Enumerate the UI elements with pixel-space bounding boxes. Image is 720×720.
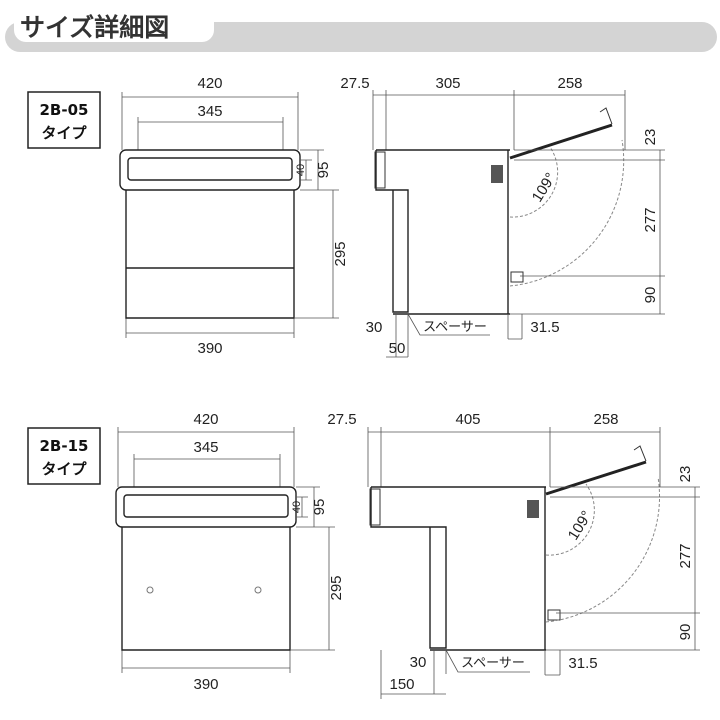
dim-h-door: 277 [642,207,659,232]
dim-depth-door: 258 [593,411,618,428]
dim-spacer-width: 150 [389,676,414,693]
dim-angle: 109° [565,508,596,543]
model-suffix: タイプ [41,124,87,142]
dim-width-outer: 420 [197,75,222,92]
model-2b-15: 2B-15 タイプ 420 345 390 40 95 295 [27,411,700,699]
dim-depth-door: 258 [557,75,582,92]
dim-h-slot: 40 [295,164,307,176]
dim-depth-body: 305 [435,75,460,92]
side-view: 27.5 305 258 23 277 90 109° 30 50 スペーサー … [340,75,665,358]
dim-width-slot: 345 [193,439,218,456]
dim-h-body: 295 [332,241,349,266]
dim-h-top: 23 [677,466,694,483]
dim-h-slot: 40 [291,501,303,513]
side-view: 27.5 405 258 23 277 90 109° 30 150 スペーサー… [327,411,700,699]
model-name: 2B-05 [40,101,89,119]
dim-spacer-thickness: 30 [410,654,427,671]
spacer-label: スペーサー [461,655,525,670]
dim-h-door: 277 [677,543,694,568]
spacer-label: スペーサー [423,319,487,334]
front-view: 420 345 390 40 95 295 [119,75,349,357]
model-name: 2B-15 [40,437,89,455]
dim-h-bottom: 90 [642,287,659,304]
model-2b-05: 2B-05 タイプ 420 345 390 40 95 295 [27,75,665,358]
model-label: 2B-15 タイプ [27,427,101,485]
dim-width-slot: 345 [197,103,222,120]
dim-h-top: 23 [642,129,659,146]
dim-h-lid: 95 [311,499,328,516]
page-title: サイズ詳細図 [20,13,169,42]
title-bar: サイズ詳細図 [5,6,717,52]
dim-depth-front: 27.5 [327,411,356,428]
dim-depth-front: 27.5 [340,75,369,92]
dim-depth-body: 405 [455,411,480,428]
dim-spacer-thickness: 30 [366,319,383,336]
dim-hinge: 31.5 [530,319,559,336]
dim-h-lid: 95 [315,162,332,179]
dim-hinge: 31.5 [568,655,597,672]
model-label: 2B-05 タイプ [27,91,101,149]
model-suffix: タイプ [41,460,87,478]
dim-width-body: 390 [193,676,218,693]
dim-spacer-width: 50 [389,340,406,357]
dim-h-body: 295 [328,575,345,600]
dim-width-outer: 420 [193,411,218,428]
dim-width-body: 390 [197,340,222,357]
dim-h-bottom: 90 [677,624,694,641]
front-view: 420 345 390 40 95 295 [115,411,345,693]
